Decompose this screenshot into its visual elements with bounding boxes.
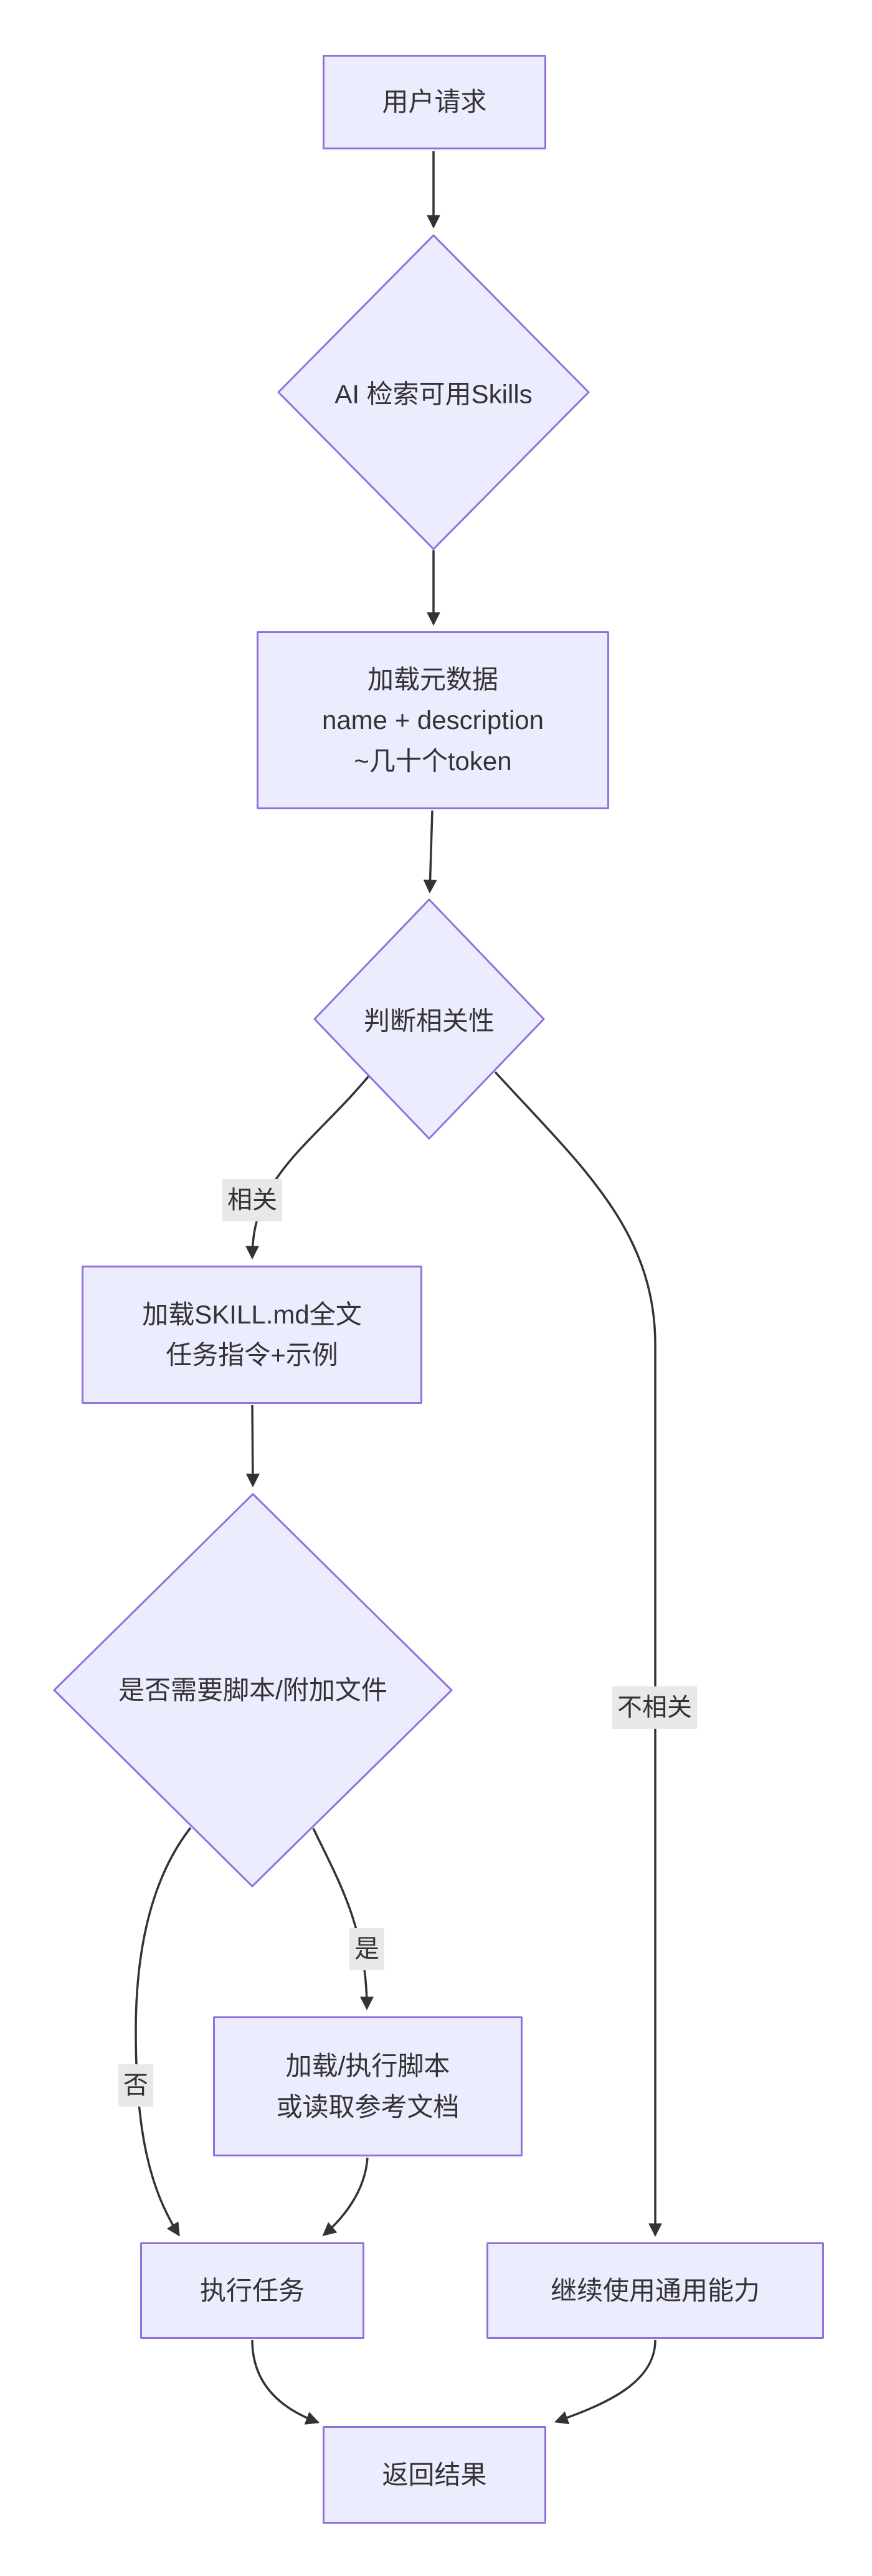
node-execute-task-label: 执行任务 <box>199 2275 305 2305</box>
decision-diamond-search-skills <box>277 234 590 550</box>
node-return-result-label: 返回结果 <box>382 2460 487 2489</box>
node-load-metadata-line2: name + description <box>321 705 544 735</box>
node-load-scripts: 加载/执行脚本 或读取参考文档 <box>213 2016 523 2156</box>
node-judge-relevance-label: 判断相关性 <box>363 1006 495 1036</box>
edge-load-metadata-to-judge-relevance <box>423 810 437 894</box>
node-need-scripts-label: 是否需要脚本/附加文件 <box>118 1675 387 1705</box>
edge-label-no: 否 <box>118 2064 153 2107</box>
node-load-skill-md-line1: 加载SKILL.md全文 <box>142 1299 362 1329</box>
node-load-metadata: 加载元数据 name + description ~几十个token <box>257 631 609 809</box>
node-load-metadata-line1: 加载元数据 <box>367 665 498 695</box>
decision-diamond-judge-relevance <box>313 898 545 1140</box>
node-return-result: 返回结果 <box>323 2426 546 2524</box>
edge-yes-to-load-scripts <box>312 1828 374 2011</box>
edge-label-not-relevant: 不相关 <box>612 1686 697 1729</box>
node-load-metadata-line3: ~几十个token <box>354 746 512 776</box>
node-load-scripts-line1: 加载/执行脚本 <box>285 2051 450 2081</box>
node-general-ability-label: 继续使用通用能力 <box>550 2275 760 2305</box>
node-load-skill-md-line2: 任务指令+示例 <box>166 1340 338 1370</box>
edge-label-relevant: 相关 <box>222 1179 282 1221</box>
node-user-request: 用户请求 <box>323 55 546 149</box>
node-load-skill-md: 加载SKILL.md全文 任务指令+示例 <box>82 1266 422 1404</box>
node-load-scripts-line2: 或读取参考文档 <box>276 2092 460 2122</box>
node-search-skills-label: AI 检索可用Skills <box>334 379 533 409</box>
node-execute-task: 执行任务 <box>140 2242 364 2339</box>
decision-diamond-need-scripts <box>53 1493 453 1887</box>
edge-label-yes: 是 <box>349 1928 384 1970</box>
edge-execute-task-to-return-result <box>251 2339 320 2425</box>
edge-load-skill-md-to-need-scripts <box>245 1404 260 1488</box>
edge-not-relevant-to-general-ability <box>494 1071 662 2237</box>
node-general-ability: 继续使用通用能力 <box>486 2242 824 2339</box>
edge-load-scripts-to-execute-task <box>322 2157 369 2237</box>
edge-no-to-execute-task <box>135 1826 192 2237</box>
edge-relevant-to-load-skill-md <box>245 1073 372 1260</box>
node-user-request-label: 用户请求 <box>382 87 487 117</box>
edge-general-ability-to-return-result <box>554 2339 656 2425</box>
